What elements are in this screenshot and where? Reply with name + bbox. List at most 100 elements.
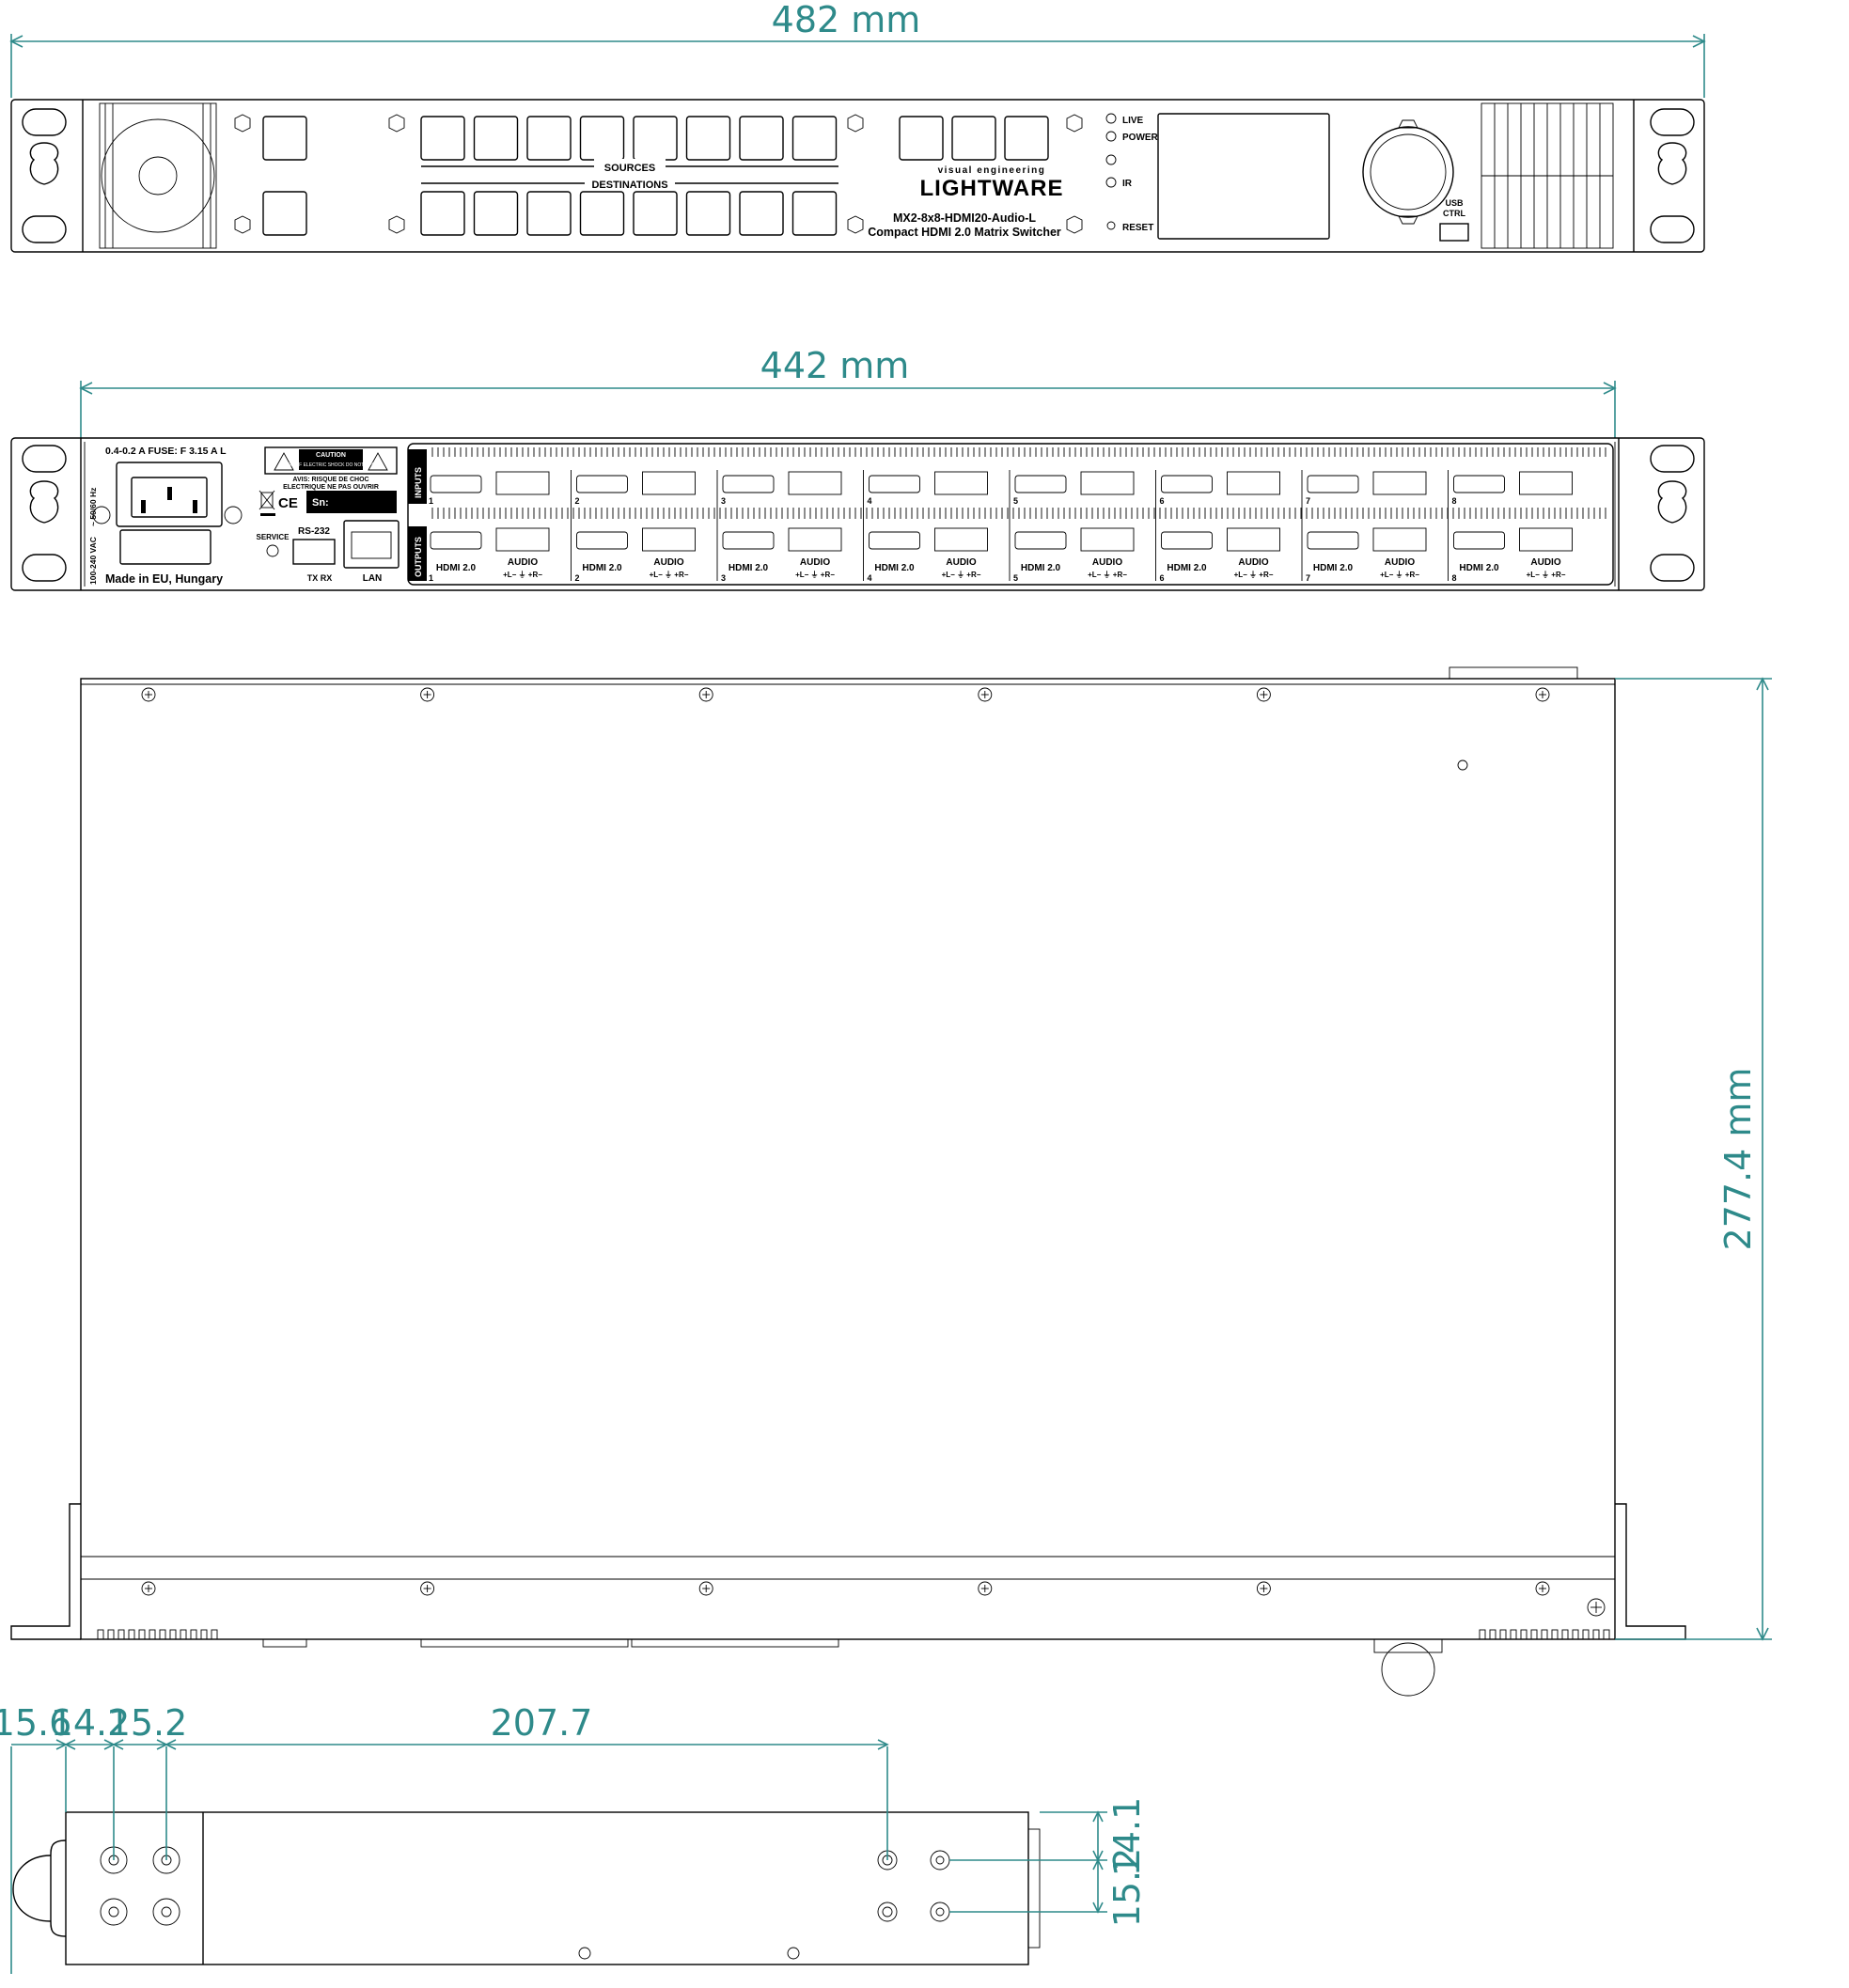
- destination-button[interactable]: [685, 191, 731, 236]
- caution-text: RISK OF ELECTRIC SHOCK DO NOT OPEN: [283, 462, 379, 468]
- front-button-top-left[interactable]: [262, 116, 307, 161]
- rs232-connector[interactable]: [292, 539, 336, 565]
- destination-button[interactable]: [633, 191, 678, 236]
- lan-port[interactable]: [343, 520, 400, 569]
- input-audio-port[interactable]: [934, 471, 988, 495]
- output-audio-port[interactable]: [1080, 527, 1135, 552]
- power-rating-label: 0.4-0.2 A FUSE: F 3.15 A L: [105, 446, 227, 457]
- reset-label: RESET: [1122, 223, 1153, 233]
- source-button[interactable]: [526, 116, 572, 161]
- output-audio-port[interactable]: [642, 527, 696, 552]
- destination-button[interactable]: [420, 191, 465, 236]
- destination-button[interactable]: [579, 191, 625, 236]
- output-port-number: 1: [429, 573, 433, 583]
- input-port-number: 7: [1306, 496, 1310, 506]
- output-hdmi-port[interactable]: [1161, 531, 1213, 550]
- source-button[interactable]: [420, 116, 465, 161]
- destination-buttons: [420, 191, 838, 236]
- hdmi-label: HDMI 2.0: [874, 563, 915, 573]
- audio-pins-label: +L− ⏚ +R−: [1088, 571, 1127, 579]
- audio-pins-label: +L− ⏚ +R−: [1527, 571, 1566, 579]
- output-port-number: 6: [1160, 573, 1165, 583]
- input-port-number: 8: [1452, 496, 1457, 506]
- function-button[interactable]: [951, 116, 996, 161]
- destination-button[interactable]: [791, 191, 838, 236]
- input-audio-port[interactable]: [1519, 471, 1573, 495]
- source-button[interactable]: [685, 116, 731, 161]
- input-hdmi-port[interactable]: [1453, 475, 1505, 493]
- top-screw: [698, 687, 713, 702]
- input-port-number: 2: [575, 496, 580, 506]
- input-audio-port[interactable]: [495, 471, 550, 495]
- audio-label: AUDIO: [508, 557, 538, 568]
- service-button[interactable]: [266, 544, 279, 557]
- destination-button[interactable]: [473, 191, 519, 236]
- input-audio-port[interactable]: [642, 471, 696, 495]
- output-hdmi-port[interactable]: [722, 531, 775, 550]
- ctrl-label: CTRL: [1443, 209, 1465, 218]
- dimension-442: 442 mm: [79, 345, 1617, 438]
- input-hdmi-port[interactable]: [1014, 475, 1067, 493]
- dim-14-1-label: 14.1: [1106, 1797, 1148, 1877]
- input-hdmi-port[interactable]: [1161, 475, 1213, 493]
- dim-277-label: 277.4 mm: [1717, 1068, 1759, 1251]
- rear-panel: 0.4-0.2 A FUSE: F 3.15 A L ~ 50/60 Hz 10…: [10, 437, 1705, 591]
- input-hdmi-port[interactable]: [430, 475, 482, 493]
- avis-text-2: ELECTRIQUE NE PAS OUVRIR: [283, 484, 379, 491]
- source-button[interactable]: [579, 116, 625, 161]
- jog-dial[interactable]: [1362, 119, 1454, 225]
- dim-15-2-label: 15.2: [108, 1702, 188, 1744]
- input-audio-port[interactable]: [1227, 471, 1280, 495]
- caution-label-block: CAUTION RISK OF ELECTRIC SHOCK DO NOT OP…: [264, 446, 398, 475]
- front-screws: [234, 114, 1083, 234]
- output-hdmi-port[interactable]: [1014, 531, 1067, 550]
- audio-pins-label: +L− ⏚ +R−: [650, 571, 689, 579]
- sources-label: SOURCES: [604, 163, 655, 174]
- front-button-bottom-left[interactable]: [262, 191, 307, 236]
- audio-label: AUDIO: [800, 557, 830, 568]
- destination-button[interactable]: [739, 191, 784, 236]
- output-hdmi-port[interactable]: [869, 531, 920, 550]
- source-button[interactable]: [791, 116, 838, 161]
- power-inlet[interactable]: [92, 462, 243, 527]
- output-audio-port[interactable]: [1227, 527, 1280, 552]
- brand-logo: LIGHTWARE: [920, 176, 1064, 201]
- source-button[interactable]: [473, 116, 519, 161]
- front-panel: SOURCES DESTINATIONS visual engineering …: [10, 99, 1705, 253]
- input-audio-port[interactable]: [1080, 471, 1135, 495]
- output-hdmi-port[interactable]: [430, 531, 482, 550]
- lan-label: LAN: [363, 573, 383, 584]
- input-hdmi-port[interactable]: [722, 475, 775, 493]
- audio-label: AUDIO: [946, 557, 976, 568]
- function-button[interactable]: [899, 116, 944, 161]
- fuse-holder[interactable]: [119, 529, 212, 565]
- input-hdmi-port[interactable]: [869, 475, 920, 493]
- source-button[interactable]: [633, 116, 678, 161]
- input-hdmi-port[interactable]: [576, 475, 628, 493]
- top-screw: [978, 1581, 993, 1596]
- audio-label: AUDIO: [1530, 557, 1560, 568]
- output-hdmi-port[interactable]: [1307, 531, 1359, 550]
- dim-15-6-label: 15.6: [0, 1702, 71, 1744]
- input-hdmi-port[interactable]: [1307, 475, 1359, 493]
- output-port-number: 2: [575, 573, 580, 583]
- bottom-vent-notches: [97, 1629, 1610, 1640]
- destination-button[interactable]: [526, 191, 572, 236]
- audio-pins-label: +L− ⏚ +R−: [503, 571, 542, 579]
- hdmi-label: HDMI 2.0: [436, 563, 477, 573]
- output-hdmi-port[interactable]: [576, 531, 628, 550]
- led-live-label: LIVE: [1122, 116, 1144, 126]
- function-button[interactable]: [1004, 116, 1049, 161]
- output-audio-port[interactable]: [1372, 527, 1427, 552]
- input-audio-port[interactable]: [788, 471, 842, 495]
- output-audio-port[interactable]: [1519, 527, 1573, 552]
- source-button[interactable]: [739, 116, 784, 161]
- input-audio-port[interactable]: [1372, 471, 1427, 495]
- usb-port[interactable]: [1439, 223, 1469, 242]
- model-description: Compact HDMI 2.0 Matrix Switcher: [868, 226, 1061, 239]
- output-audio-port[interactable]: [788, 527, 842, 552]
- output-audio-port[interactable]: [495, 527, 550, 552]
- output-audio-port[interactable]: [934, 527, 988, 552]
- output-hdmi-port[interactable]: [1453, 531, 1505, 550]
